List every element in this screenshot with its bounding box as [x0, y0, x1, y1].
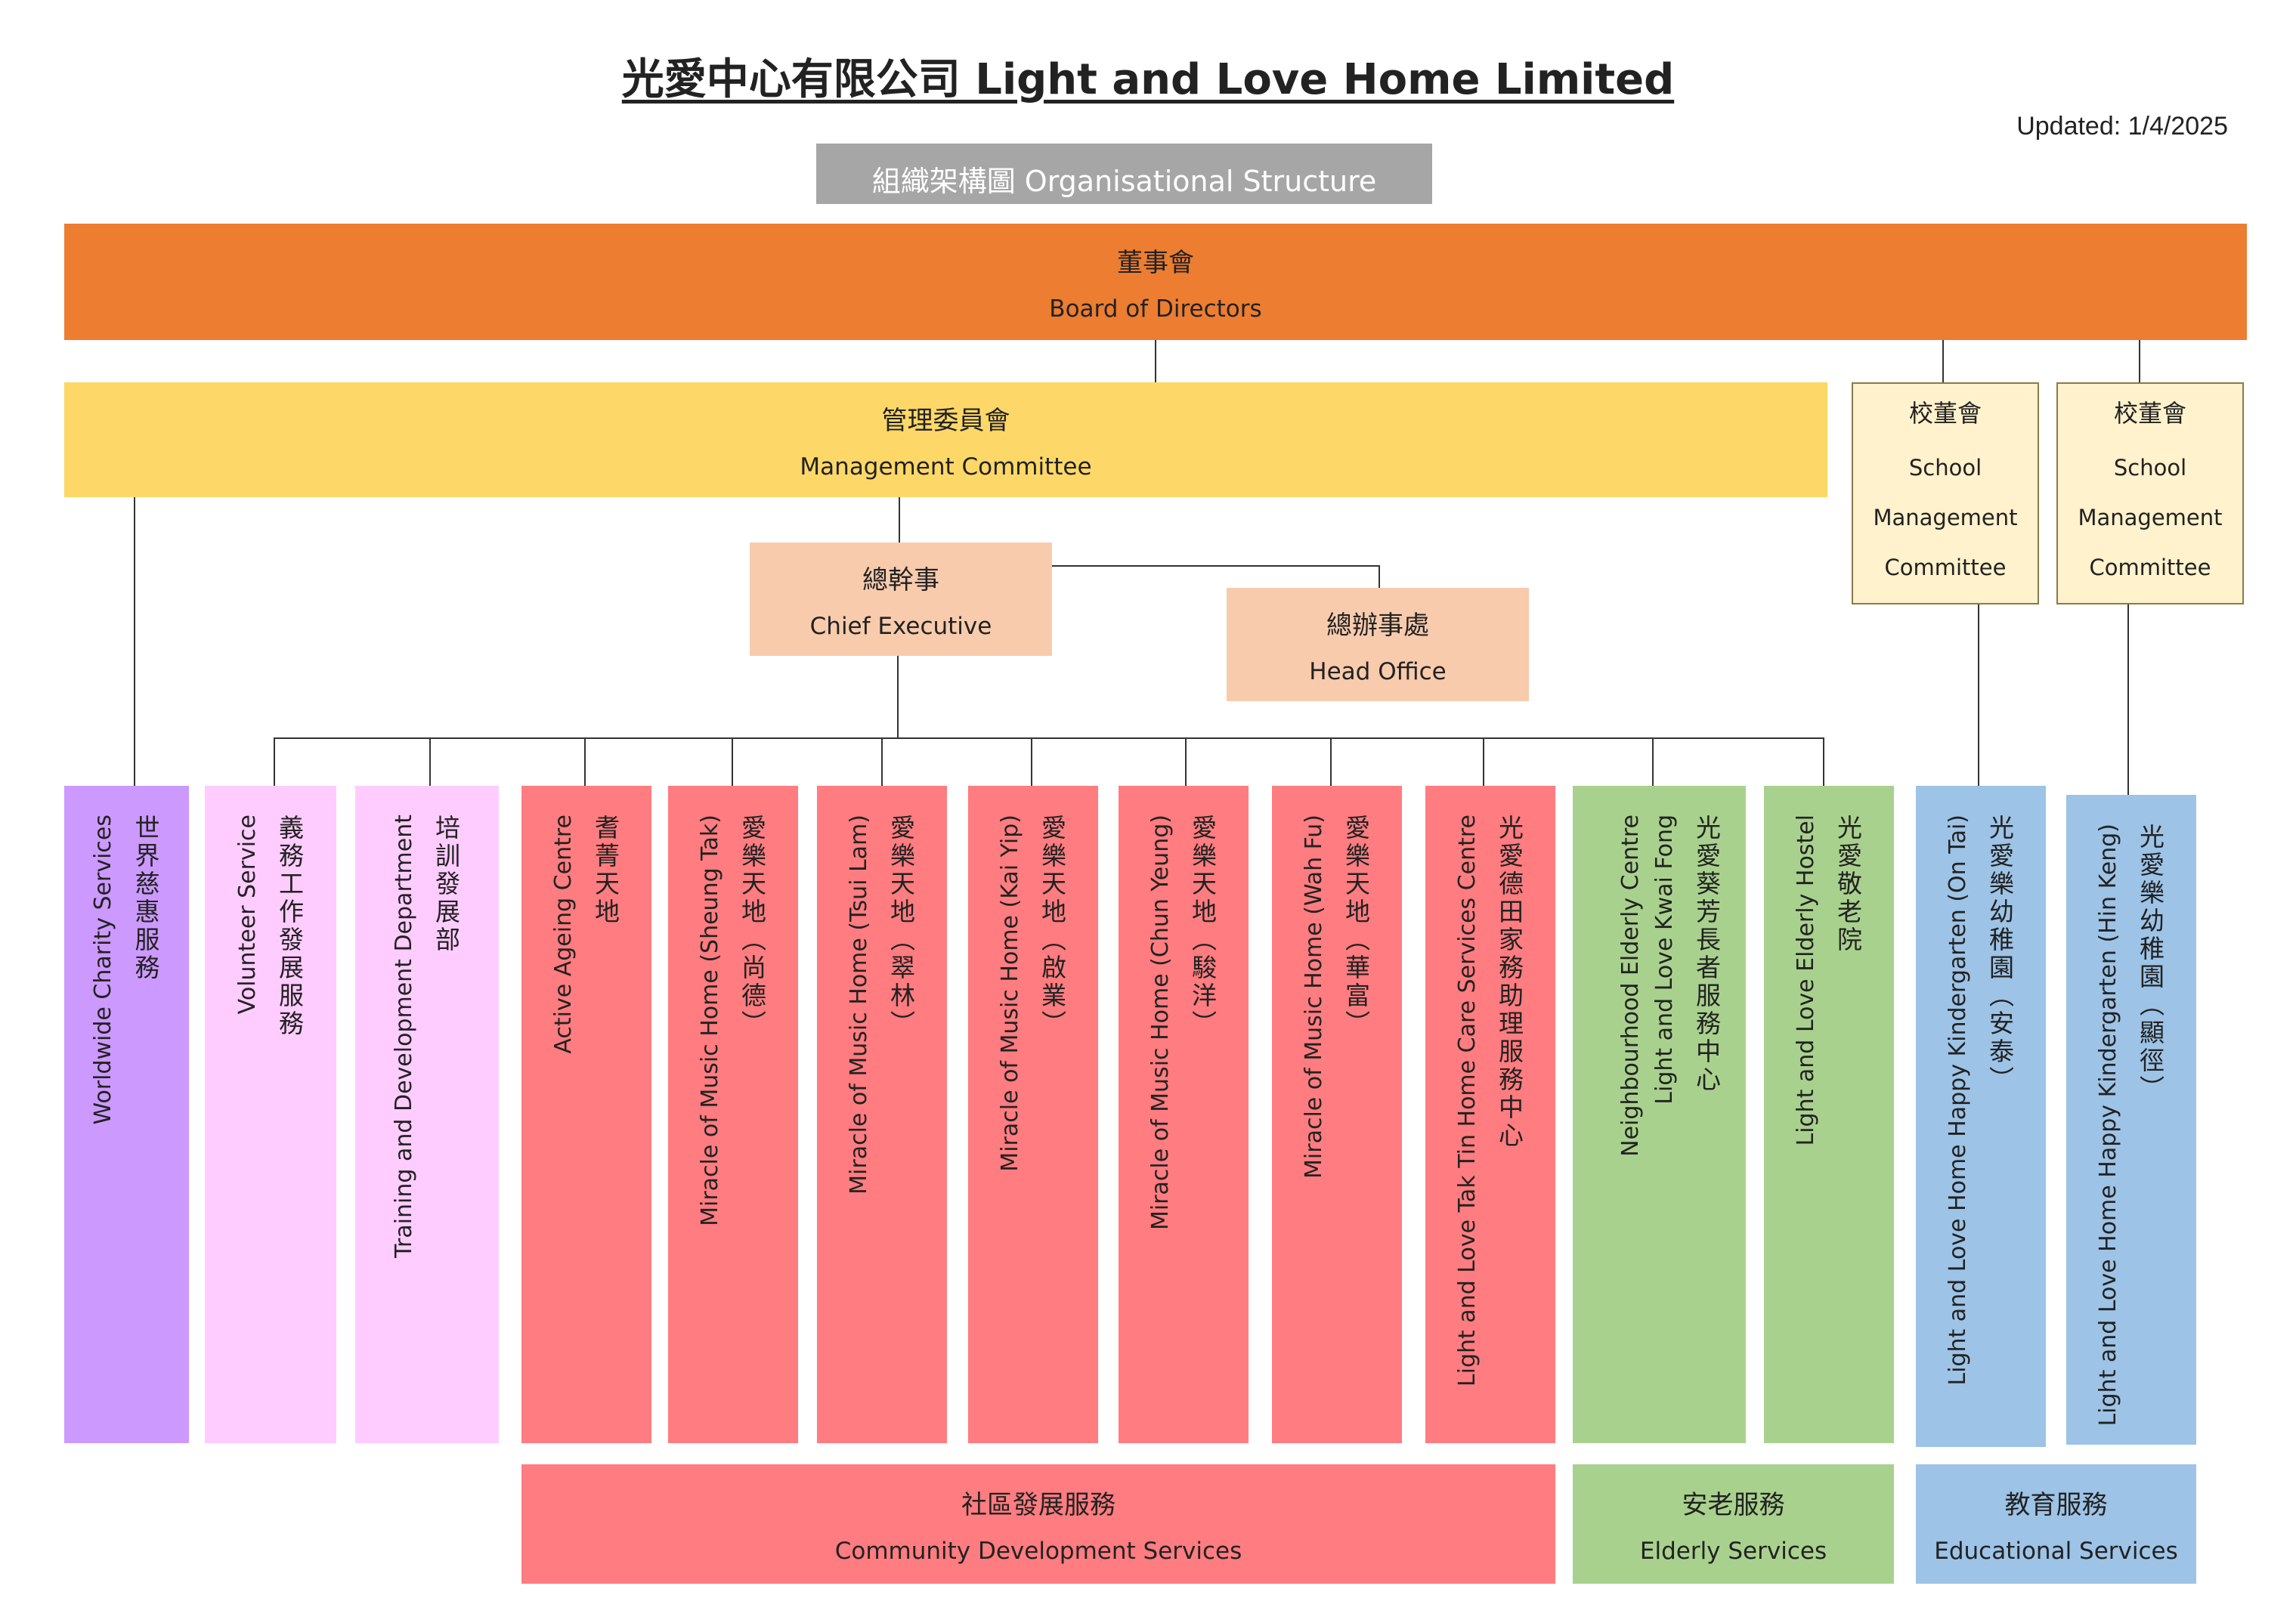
- school-committee-label-en: School Management Committee: [1873, 455, 2018, 580]
- unit-label-zh: 愛樂天地（尚德）: [737, 815, 767, 1038]
- updated-date: Updated: 1/4/2025: [2016, 112, 2228, 141]
- school-committee-box-1: 校董會 School Management Committee: [1852, 382, 2039, 604]
- page-title: 光愛中心有限公司 Light and Love Home Limited: [621, 55, 1675, 104]
- management-label-zh: 管理委員會: [881, 405, 1010, 436]
- unit-kindergarten-on-tai: 光愛樂幼稚園（安泰） Light and Love Home Happy Kind…: [1916, 786, 2046, 1447]
- unit-music-home-wah-fu: 愛樂天地（華富） Miracle of Music Home (Wah Fu): [1272, 786, 1402, 1443]
- group-label-zh: 教育服務: [2004, 1489, 2108, 1520]
- unit-label-zh: 愛樂天地（華富）: [1341, 815, 1371, 1038]
- chart-subtitle: 組織架構圖 Organisational Structure: [816, 144, 1432, 204]
- unit-worldwide-charity: 世界慈惠服務 Worldwide Charity Services: [64, 786, 189, 1443]
- group-label-zh: 社區發展服務: [961, 1489, 1116, 1520]
- chief-executive-box: 總幹事 Chief Executive: [750, 543, 1052, 656]
- school-committee-label-zh: 校董會: [2113, 399, 2186, 428]
- unit-volunteer-service: 義務工作發展服務 Volunteer Service: [205, 786, 336, 1443]
- unit-label-en: Light and Love Tak Tin Home Care Service…: [1453, 815, 1481, 1387]
- group-label-en: Educational Services: [1934, 1537, 2178, 1565]
- board-label-zh: 董事會: [1117, 247, 1194, 278]
- group-educational-services: 教育服務 Educational Services: [1916, 1464, 2196, 1584]
- unit-label-en: Light and Love Home Happy Kindergarten (…: [2094, 824, 2121, 1427]
- school-committee-label-en: School Management Committee: [2078, 455, 2223, 580]
- unit-label-zh: 愛樂天地（啟業）: [1037, 815, 1067, 1038]
- board-of-directors-box: 董事會 Board of Directors: [64, 224, 2247, 340]
- unit-label-en-line2: Neighbourhood Elderly Centre: [1617, 815, 1644, 1157]
- unit-tak-tin-home-care: 光愛德田家務助理服務中心 Light and Love Tak Tin Home …: [1425, 786, 1555, 1443]
- board-label-en: Board of Directors: [1049, 295, 1262, 323]
- chief-label-en: Chief Executive: [809, 612, 992, 640]
- chief-label-zh: 總幹事: [862, 564, 939, 595]
- unit-label-en: Volunteer Service: [234, 815, 261, 1015]
- unit-label-en: Miracle of Music Home (Wah Fu): [1300, 815, 1327, 1179]
- unit-elderly-hostel: 光愛敬老院 Light and Love Elderly Hostel: [1764, 786, 1894, 1443]
- unit-label-en: Miracle of Music Home (Chun Yeung): [1146, 815, 1174, 1231]
- unit-label-zh: 耆菁天地: [590, 815, 620, 926]
- unit-music-home-sheung-tak: 愛樂天地（尚德） Miracle of Music Home (Sheung Ta…: [668, 786, 798, 1443]
- unit-label-en: Light and Love Elderly Hostel: [1792, 815, 1819, 1146]
- unit-label-zh: 光愛敬老院: [1833, 815, 1863, 954]
- unit-label-en: Active Ageing Centre: [549, 815, 577, 1054]
- unit-label-en: Miracle of Music Home (Kai Yip): [996, 815, 1023, 1172]
- unit-label-en: Light and Love Home Happy Kindergarten (…: [1944, 815, 1971, 1386]
- unit-label-zh: 光愛樂幼稚園（安泰）: [1985, 815, 2015, 1094]
- unit-label-zh: 義務工作發展服務: [274, 815, 305, 1038]
- head-office-label-zh: 總辦事處: [1326, 610, 1429, 641]
- management-label-en: Management Committee: [800, 453, 1092, 481]
- unit-kwai-fong-elderly-centre: 光愛葵芳長者服務中心 Light and Love Kwai Fong Neig…: [1573, 786, 1746, 1443]
- unit-label-en: Miracle of Music Home (Sheung Tak): [696, 815, 723, 1226]
- school-committee-label-zh: 校董會: [1908, 399, 1982, 428]
- group-label-zh: 安老服務: [1682, 1489, 1785, 1520]
- unit-label-zh: 愛樂天地（翠林）: [886, 815, 916, 1038]
- group-label-en: Elderly Services: [1639, 1537, 1827, 1565]
- unit-training-development: 培訓發展部 Training and Development Department: [355, 786, 499, 1443]
- head-office-box: 總辦事處 Head Office: [1227, 588, 1529, 701]
- unit-active-ageing: 耆菁天地 Active Ageing Centre: [521, 786, 651, 1443]
- school-committee-box-2: 校董會 School Management Committee: [2056, 382, 2244, 604]
- unit-label-en: Worldwide Charity Services: [90, 815, 116, 1125]
- unit-label-zh: 光愛葵芳長者服務中心: [1691, 815, 1722, 1094]
- unit-label-en: Light and Love Kwai Fong: [1651, 815, 1678, 1105]
- group-elderly-services: 安老服務 Elderly Services: [1573, 1464, 1894, 1584]
- head-office-label-en: Head Office: [1309, 657, 1447, 685]
- unit-label-zh: 光愛德田家務助理服務中心: [1494, 815, 1524, 1150]
- unit-music-home-kai-yip: 愛樂天地（啟業） Miracle of Music Home (Kai Yip): [968, 786, 1098, 1443]
- unit-label-en: Training and Development Department: [390, 815, 417, 1258]
- management-committee-box: 管理委員會 Management Committee: [64, 382, 1827, 497]
- group-community-development: 社區發展服務 Community Development Services: [521, 1464, 1555, 1584]
- unit-label-en: Miracle of Music Home (Tsui Lam): [845, 815, 872, 1195]
- unit-label-zh: 愛樂天地（駿洋）: [1187, 815, 1218, 1038]
- unit-label-zh: 培訓發展部: [431, 815, 461, 954]
- unit-label-zh: 光愛樂幼稚園（顯徑）: [2135, 824, 2165, 1103]
- unit-music-home-tsui-lam: 愛樂天地（翠林） Miracle of Music Home (Tsui Lam): [817, 786, 947, 1443]
- unit-label-zh: 世界慈惠服務: [131, 815, 160, 982]
- group-label-en: Community Development Services: [834, 1537, 1242, 1565]
- unit-music-home-chun-yeung: 愛樂天地（駿洋） Miracle of Music Home (Chun Yeun…: [1119, 786, 1249, 1443]
- unit-kindergarten-hin-keng: 光愛樂幼稚園（顯徑） Light and Love Home Happy Kind…: [2066, 795, 2196, 1445]
